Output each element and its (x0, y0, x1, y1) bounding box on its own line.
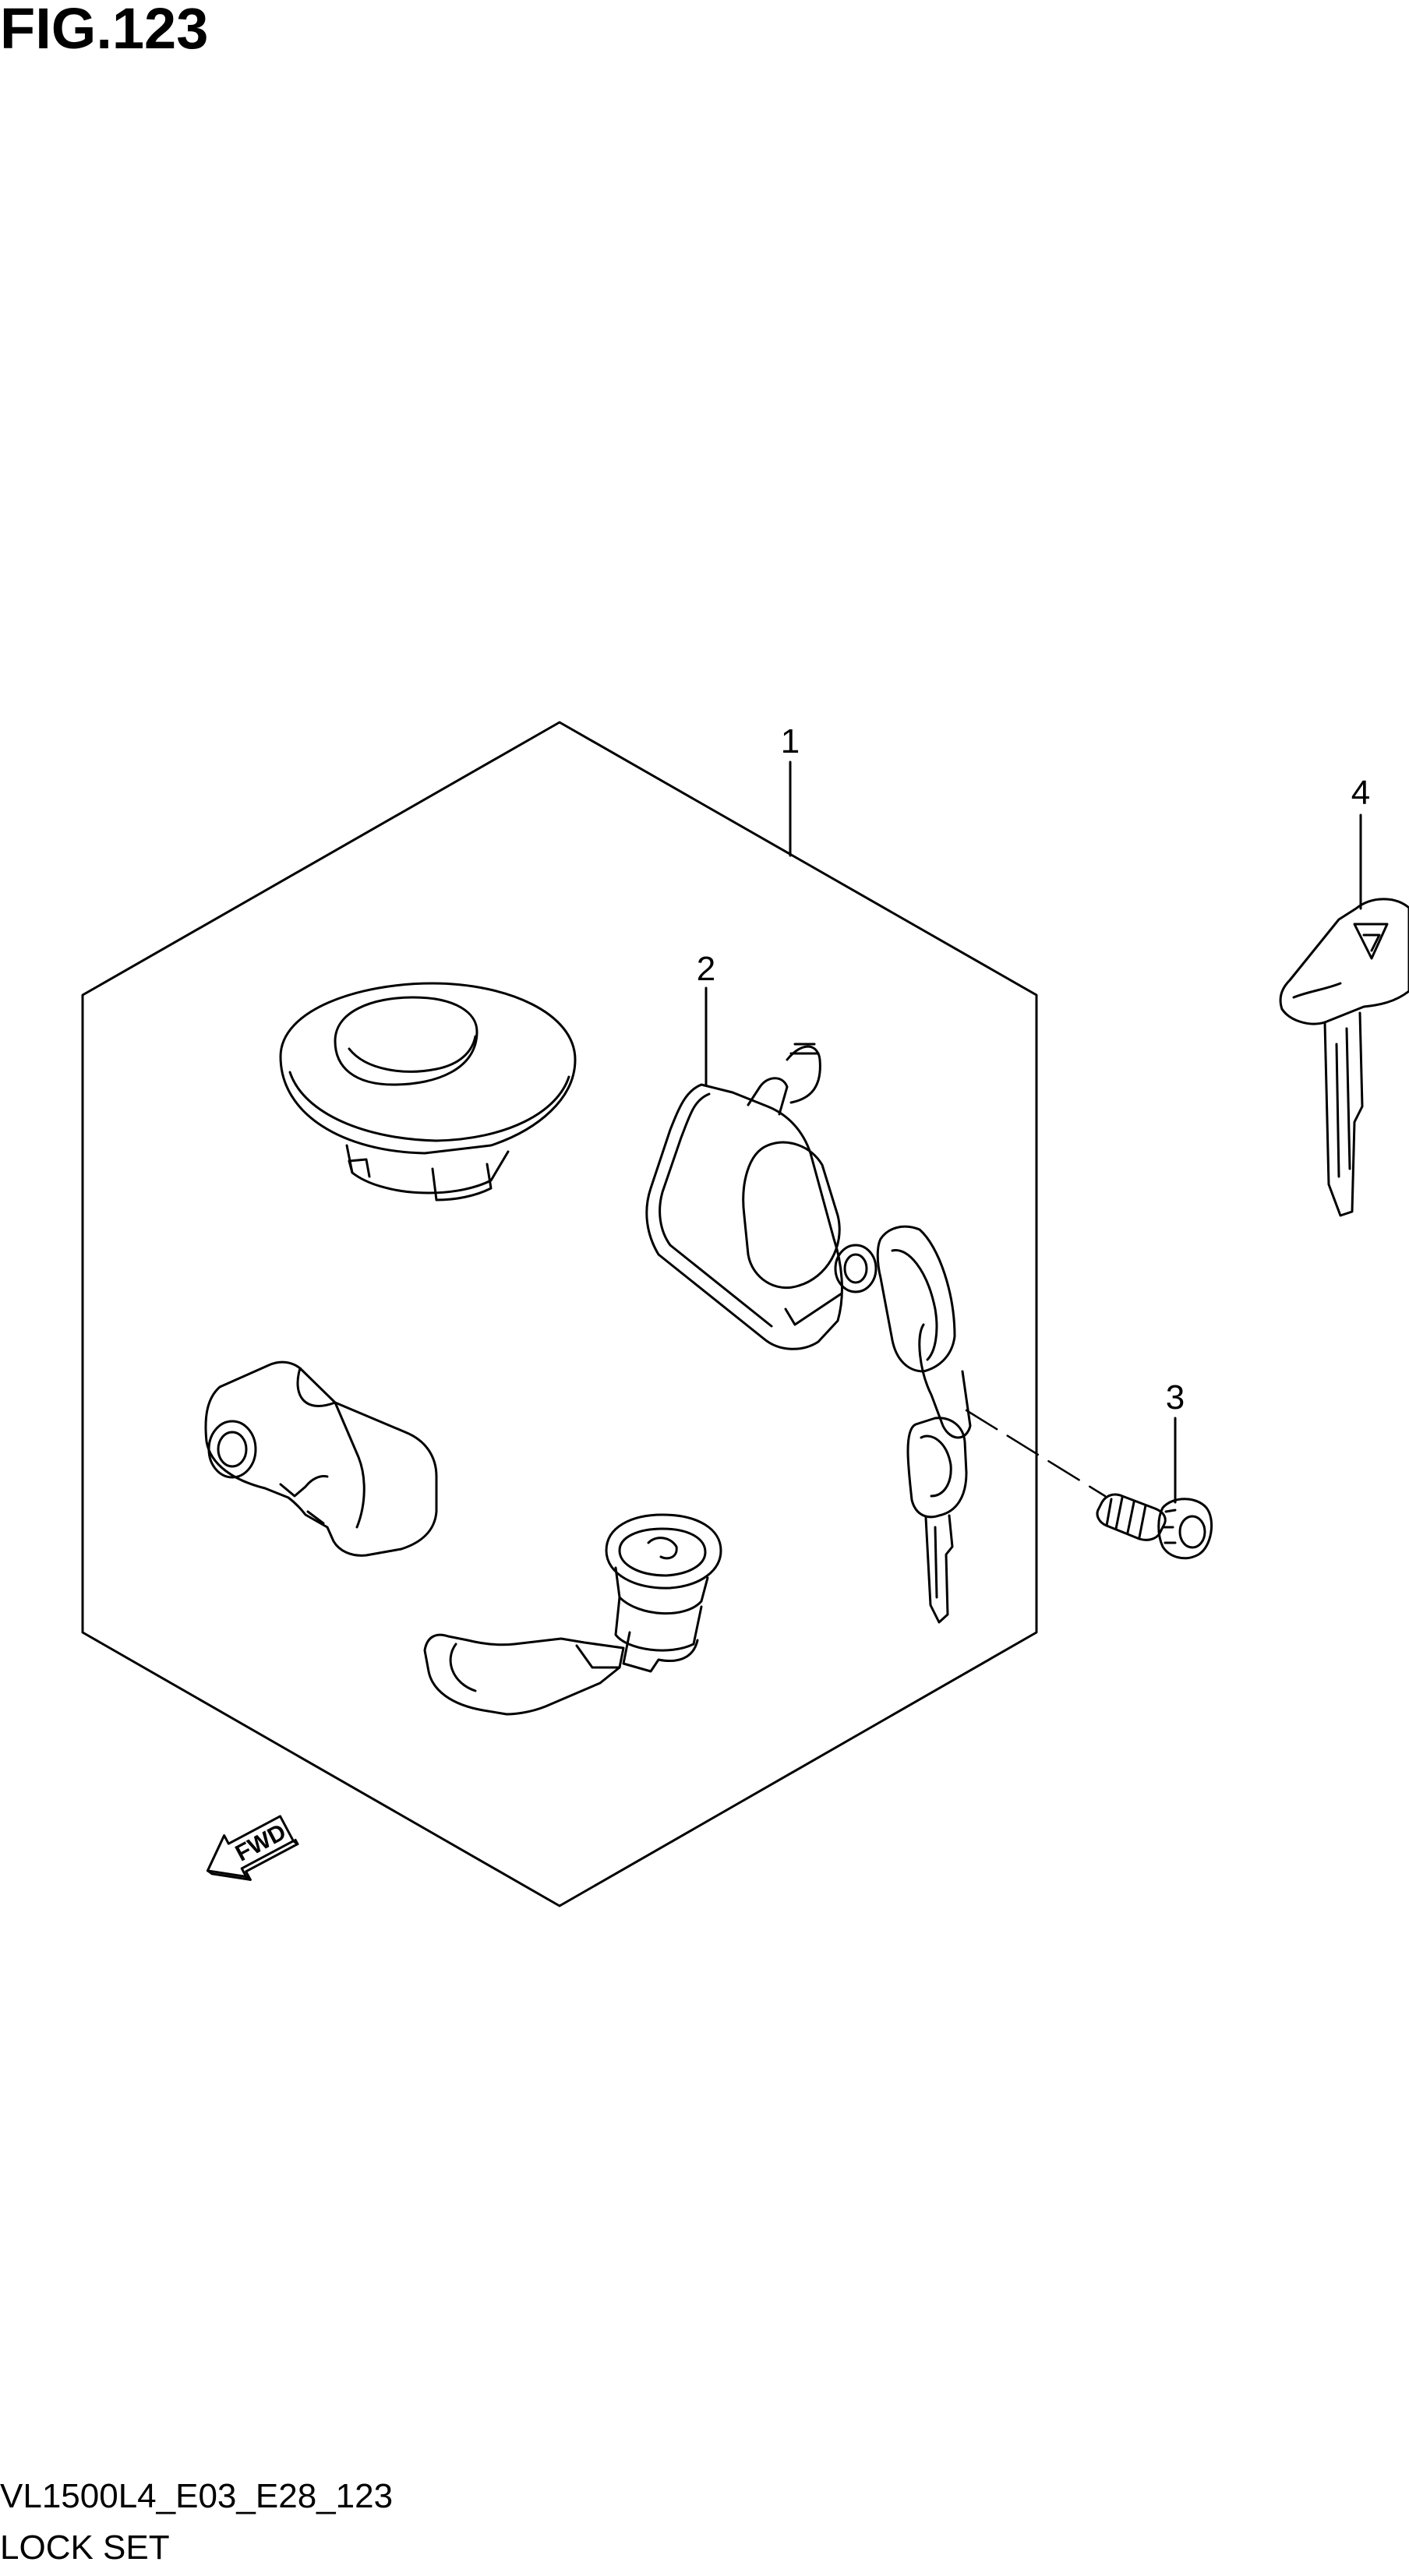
bolt-leader-dashed (965, 1409, 1107, 1498)
seat-lock-assembly[interactable] (645, 1043, 972, 1624)
callout-1-label: 1 (781, 722, 800, 760)
kit-outline-hexagon (81, 721, 1038, 1907)
diagram-code: VL1500L4_E03_E28_123 (0, 2477, 394, 2515)
bolt-part-3[interactable] (1096, 1493, 1213, 1560)
cylinder-lock-part[interactable] (423, 1513, 722, 1716)
fwd-arrow-icon: FWD (206, 1815, 299, 1881)
callout-3[interactable]: 3 (1166, 1378, 1185, 1504)
key-blank-part-4[interactable] (1279, 898, 1409, 1217)
callout-2[interactable]: 2 (697, 950, 715, 1086)
figure-title: FIG.123 (0, 0, 209, 61)
callout-3-label: 3 (1166, 1378, 1185, 1417)
latch-body-part[interactable] (204, 1360, 438, 1557)
callout-4-label: 4 (1351, 774, 1370, 812)
callout-1[interactable]: 1 (781, 722, 800, 857)
callout-2-label: 2 (697, 950, 715, 988)
callout-4[interactable]: 4 (1351, 774, 1370, 910)
section-name: LOCK SET (0, 2528, 170, 2567)
cap-lock-part[interactable] (279, 982, 577, 1202)
